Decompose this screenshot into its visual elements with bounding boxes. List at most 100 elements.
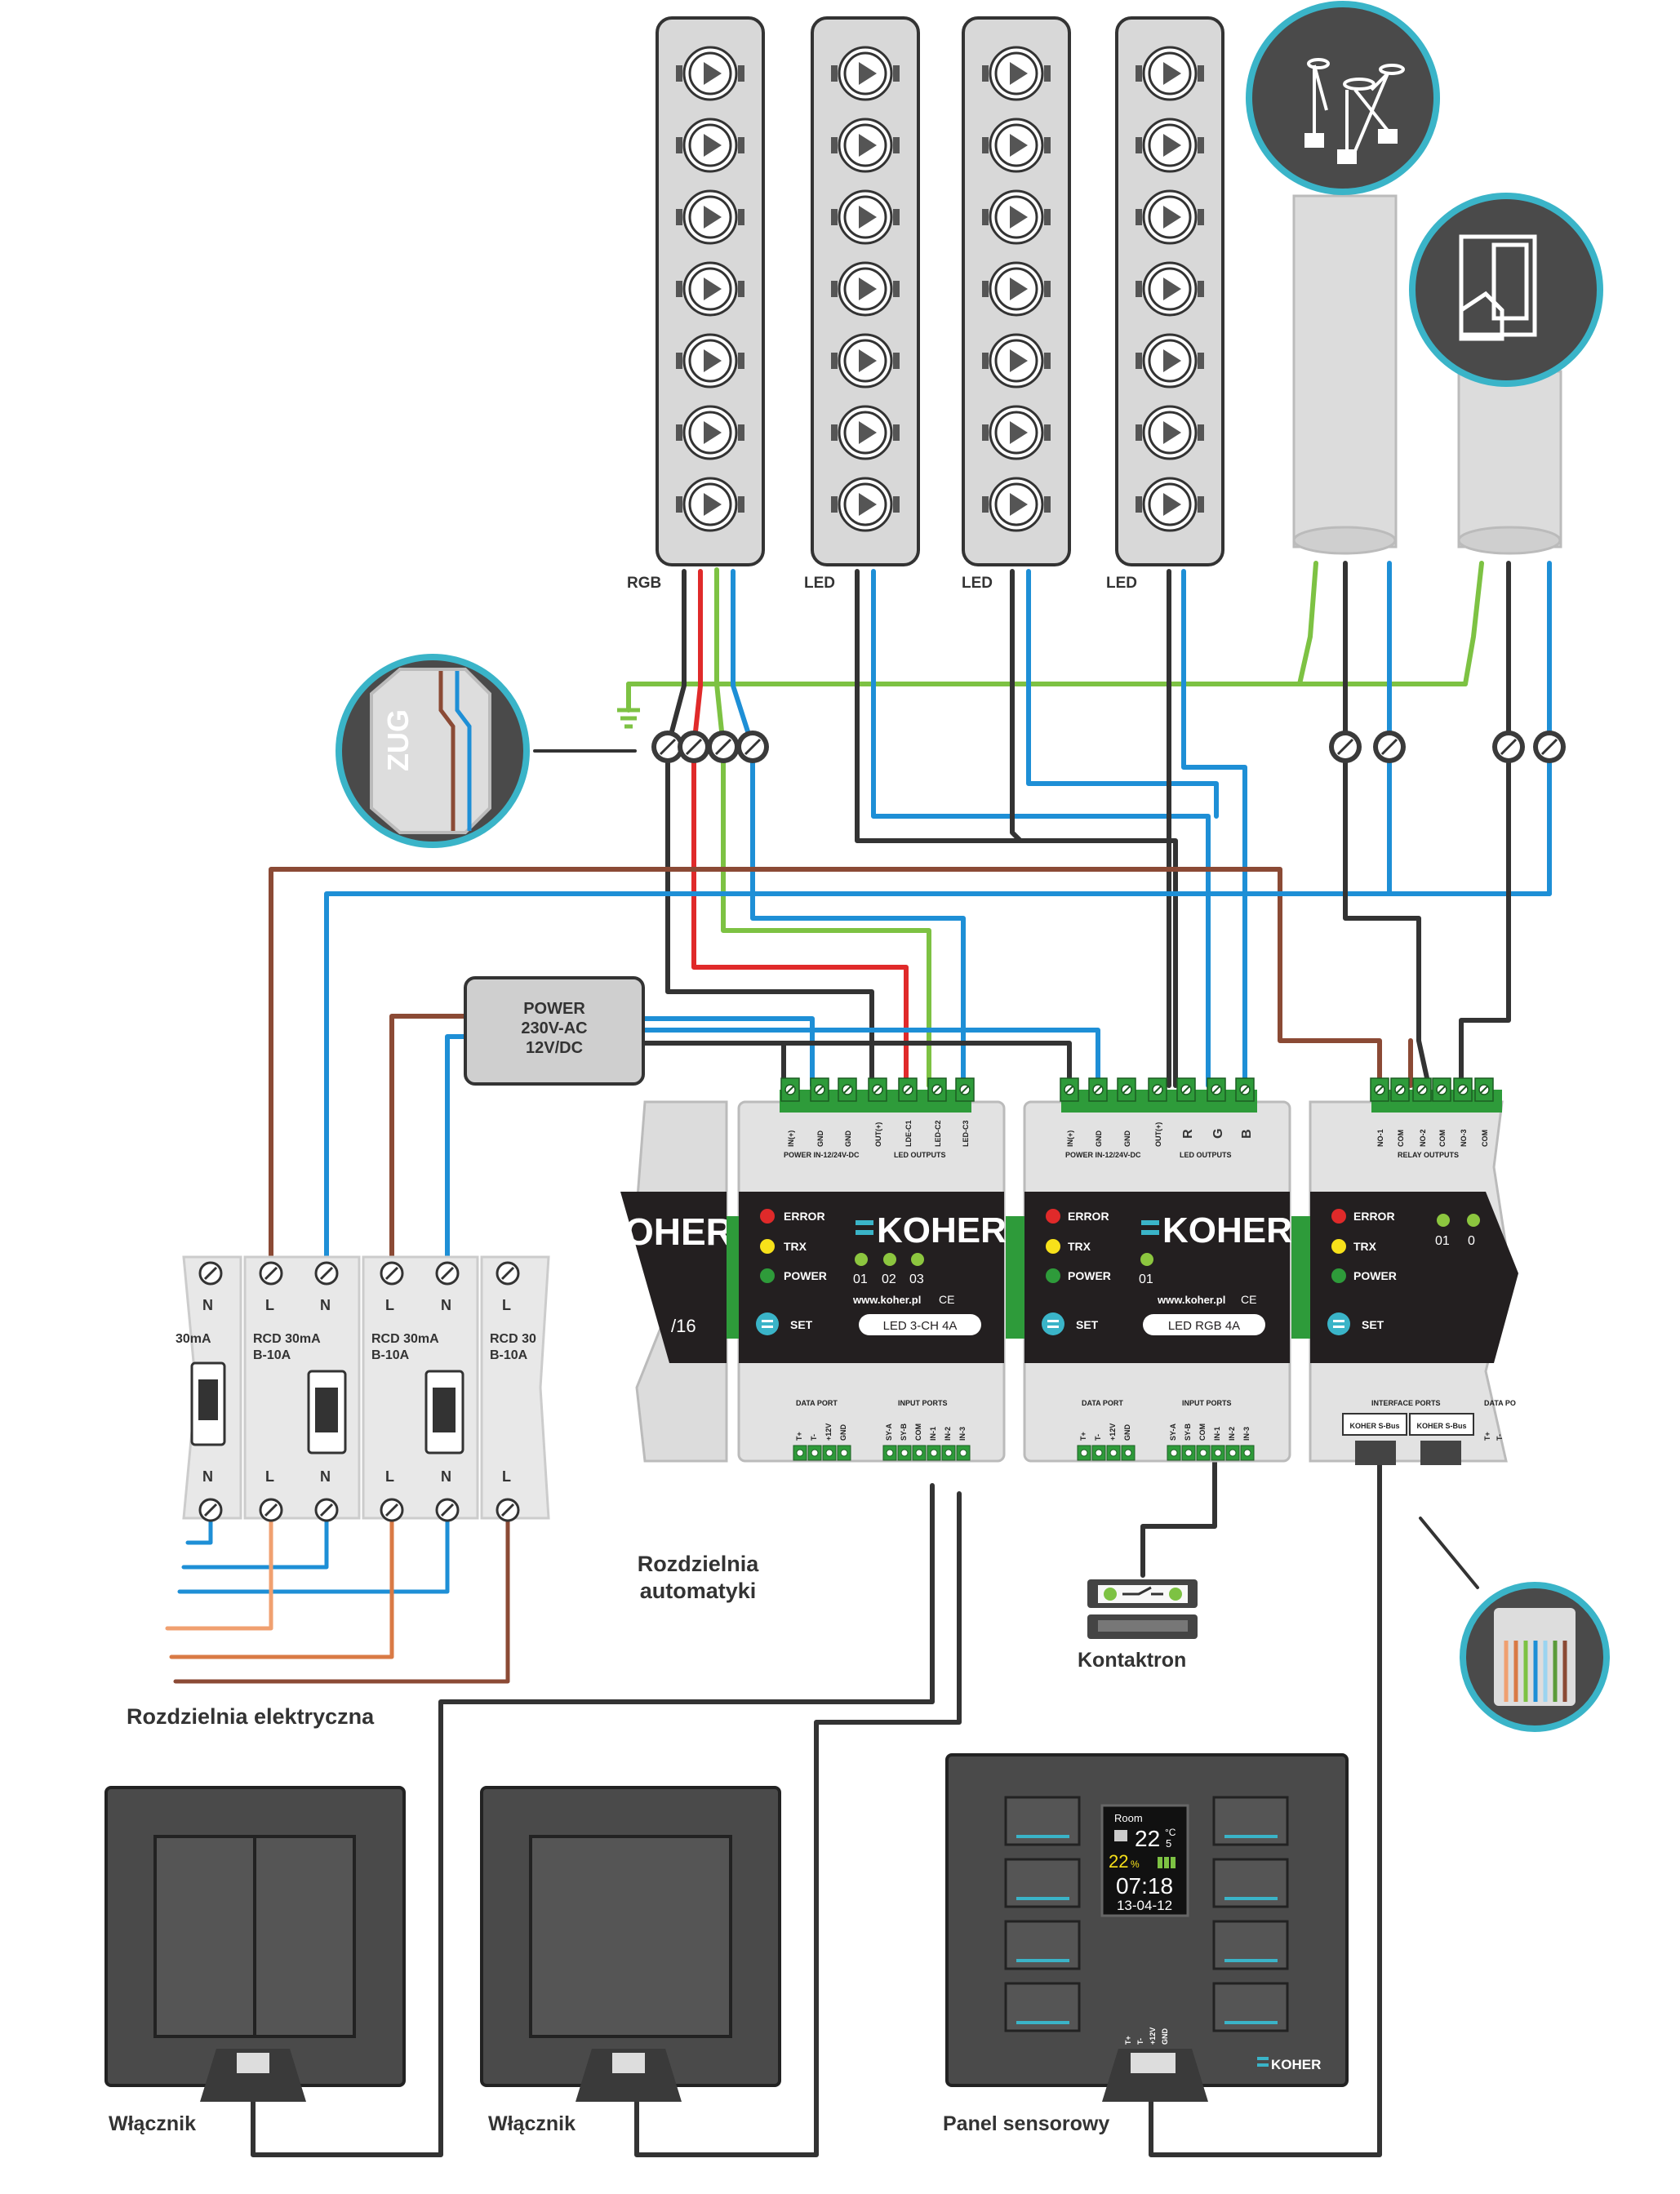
svg-text:SY-A: SY-A — [1169, 1423, 1177, 1441]
svg-text:NO-1: NO-1 — [1376, 1129, 1384, 1147]
svg-text:+12V: +12V — [1109, 1423, 1117, 1441]
svg-text:+12V: +12V — [824, 1423, 833, 1441]
svg-text:GND: GND — [844, 1130, 852, 1148]
svg-text:COM: COM — [1481, 1130, 1489, 1147]
svg-text:SET: SET — [790, 1318, 813, 1331]
svg-text:RELAY OUTPUTS: RELAY OUTPUTS — [1398, 1151, 1459, 1159]
zug-label: ZUG — [381, 709, 415, 771]
wall-lamp-icon — [1459, 234, 1537, 341]
svg-text:T-: T- — [1136, 2038, 1144, 2045]
partial-brand: OHER — [624, 1210, 733, 1253]
svg-text:T+: T+ — [795, 1432, 803, 1441]
svg-text:POWER: POWER — [784, 1269, 827, 1282]
module-led-rgb: IN(+) GND GND OUT(+) R G B POWER IN-12/2… — [1006, 1077, 1292, 1463]
svg-text:IN-3: IN-3 — [958, 1427, 967, 1441]
svg-text:IN(+): IN(+) — [787, 1130, 795, 1147]
bottom-term-labels: T+ T- +12V GND SY-A SY-B COM IN-1 IN-2 I… — [795, 1423, 967, 1441]
zug-connector: ZUG — [336, 654, 530, 848]
svg-text:T+: T+ — [1124, 2036, 1132, 2045]
junction-screw — [705, 729, 741, 765]
svg-text:OUT(+): OUT(+) — [874, 1122, 882, 1147]
svg-text:COM: COM — [1397, 1130, 1405, 1147]
label-electrical-board: Rozdzielnia elektryczna — [127, 1704, 375, 1729]
svg-text:T-: T- — [1094, 1434, 1102, 1441]
svg-text:L: L — [502, 1468, 511, 1485]
power-line-3: 12V/DC — [526, 1039, 583, 1057]
svg-text:L: L — [385, 1297, 394, 1313]
svg-text:www.koher.pl: www.koher.pl — [1157, 1294, 1225, 1306]
top-term-labels: NO-1 COM NO-2 COM NO-3 COM — [1376, 1129, 1489, 1147]
svg-text:SY-A: SY-A — [885, 1423, 893, 1441]
breaker-partial-left: N 30mA N — [176, 1255, 242, 1522]
svg-text:01: 01 — [853, 1272, 868, 1286]
svg-text:B-10A: B-10A — [253, 1348, 291, 1362]
svg-text:SY-B: SY-B — [1184, 1423, 1192, 1441]
svg-text:INPUT PORTS: INPUT PORTS — [898, 1399, 948, 1407]
svg-text:T+: T+ — [1483, 1432, 1491, 1441]
svg-text:COM: COM — [1198, 1423, 1207, 1441]
svg-text:LED-C2: LED-C2 — [934, 1120, 942, 1147]
junction-screw — [1371, 729, 1407, 765]
svg-text:KOHER S-Bus: KOHER S-Bus — [1416, 1422, 1466, 1430]
svg-text:GND: GND — [839, 1424, 847, 1441]
svg-text:30mA: 30mA — [176, 1332, 211, 1346]
junction-screw — [1531, 729, 1567, 765]
power-line-2: 230V-AC — [521, 1019, 587, 1037]
error-led — [760, 1209, 775, 1224]
svg-text:07:18: 07:18 — [1116, 1873, 1173, 1899]
svg-text:CE: CE — [939, 1293, 954, 1306]
wall-switch-double — [104, 1786, 406, 2102]
svg-text:T-: T- — [1496, 1434, 1504, 1441]
label-switch-2: Włącznik — [488, 2112, 576, 2135]
svg-text:IN-2: IN-2 — [1228, 1427, 1236, 1441]
wall-switch-single — [480, 1786, 781, 2102]
svg-text:IN-2: IN-2 — [944, 1427, 952, 1441]
label-reed-sensor: Kontaktron — [1078, 1649, 1186, 1672]
svg-text:TRX: TRX — [1353, 1240, 1377, 1253]
svg-text:INPUT PORTS: INPUT PORTS — [1182, 1399, 1232, 1407]
power-supply: POWER 230V-AC 12V/DC — [464, 976, 645, 1086]
svg-text:01: 01 — [1139, 1272, 1153, 1286]
breaker-rcd-1: L N RCD 30mA B-10A L N — [243, 1255, 361, 1522]
module-name: LED RGB 4A — [1168, 1319, 1240, 1333]
label-automation-2: automatyki — [640, 1579, 757, 1603]
distribution-board: N 30mA N L N RCD 30mA B-10A L N L N — [176, 1255, 550, 1522]
svg-text:/16: /16 — [671, 1316, 696, 1336]
strip-label-rgb: RGB — [627, 575, 661, 592]
brand-logo: KOHER — [1162, 1210, 1292, 1250]
wall-lamp — [1409, 193, 1603, 555]
svg-text:L: L — [385, 1468, 394, 1485]
svg-text:L: L — [265, 1468, 274, 1485]
junction-screw — [1327, 729, 1363, 765]
svg-text:DATA PORT: DATA PORT — [1082, 1399, 1123, 1407]
junction-screw — [676, 729, 712, 765]
module-name: LED 3-CH 4A — [883, 1319, 958, 1333]
set-button-icon — [1327, 1312, 1350, 1335]
svg-text:N: N — [441, 1468, 451, 1485]
svg-text:%: % — [1131, 1859, 1140, 1870]
svg-text:TRX: TRX — [1068, 1240, 1091, 1253]
terminals-top — [780, 1077, 975, 1102]
svg-text:RCD 30: RCD 30 — [490, 1332, 536, 1346]
svg-text:RCD 30mA: RCD 30mA — [253, 1332, 321, 1346]
svg-text:NO-3: NO-3 — [1460, 1129, 1468, 1147]
set-button-icon — [756, 1312, 779, 1335]
svg-text:www.koher.pl: www.koher.pl — [852, 1294, 921, 1306]
svg-text:GND: GND — [1123, 1424, 1131, 1441]
svg-text:SET: SET — [1362, 1318, 1384, 1331]
led-strip-rgb — [656, 16, 765, 566]
svg-text:02: 02 — [882, 1272, 896, 1286]
svg-text:POWER IN-12/24V-DC: POWER IN-12/24V-DC — [784, 1151, 860, 1159]
pendant-lamp-icon — [1304, 58, 1405, 164]
svg-text:LDE-C1: LDE-C1 — [904, 1120, 913, 1147]
svg-text:DATA PORT: DATA PORT — [796, 1399, 838, 1407]
junction-screw — [1491, 729, 1527, 765]
svg-text:NO-2: NO-2 — [1419, 1129, 1427, 1147]
svg-text:B: B — [1240, 1129, 1254, 1139]
svg-text:KOHER S-Bus: KOHER S-Bus — [1349, 1422, 1399, 1430]
svg-text:13-04-12: 13-04-12 — [1117, 1898, 1172, 1913]
power-line-1: POWER — [523, 1000, 585, 1018]
svg-text:COM: COM — [914, 1423, 922, 1441]
svg-text:°C: °C — [1165, 1827, 1176, 1838]
svg-text:POWER: POWER — [1068, 1269, 1111, 1282]
